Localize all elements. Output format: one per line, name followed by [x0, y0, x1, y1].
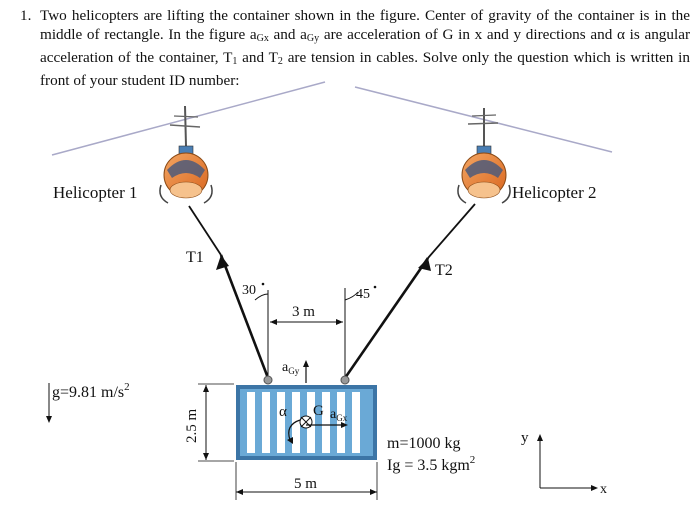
width-label: 5 m — [294, 476, 317, 492]
cable-spacing-label: 3 m — [292, 304, 315, 320]
agy-label: aGy — [282, 360, 300, 376]
agx-label: aGx — [330, 407, 348, 423]
t1-label: T1 — [186, 249, 204, 266]
helicopter-1-icon — [51, 81, 326, 204]
y-axis-label: y — [521, 430, 529, 446]
alpha-label: α — [279, 404, 287, 420]
helicopter-2-label: Helicopter 2 — [512, 183, 597, 202]
angle-30-label: 30 — [242, 283, 256, 298]
helicopter-1-label: Helicopter 1 — [53, 183, 138, 202]
t2-arrowhead — [418, 258, 431, 271]
g-label: G — [313, 403, 324, 419]
t1-arrowhead — [216, 255, 229, 270]
problem-text: Two helicopters are lifting the containe… — [40, 7, 690, 89]
t2-label: T2 — [435, 262, 453, 279]
gravity-label: g=9.81 m/s2 — [52, 381, 130, 401]
alpha-arrow — [288, 419, 301, 441]
rotor-blade-1 — [51, 81, 326, 156]
x-axis-label: x — [600, 482, 607, 497]
cable-1 — [219, 254, 270, 379]
mass-label: m=1000 kg — [387, 435, 460, 452]
height-label: 2.5 m — [184, 409, 200, 444]
cable-2 — [343, 257, 430, 379]
angle-45-label: 45 — [356, 287, 370, 302]
inertia-label: Ig = 3.5 kgm2 — [387, 454, 475, 474]
problem-number: 1. — [20, 7, 32, 24]
helicopter-2-icon — [354, 86, 613, 204]
